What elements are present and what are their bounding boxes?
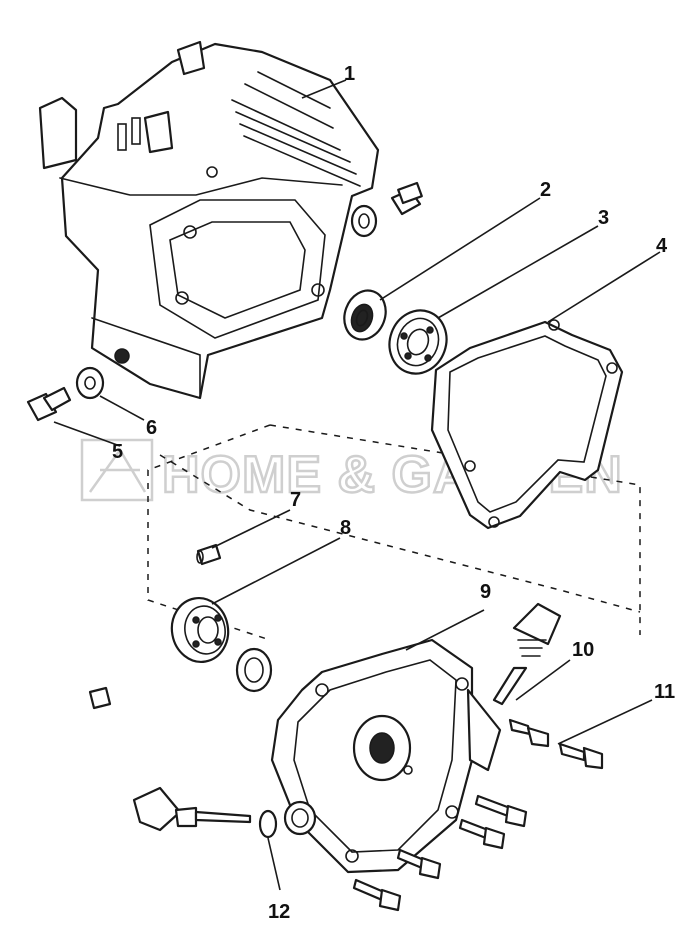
callout-11: 11 — [654, 681, 675, 703]
part-dowel-pin-7 — [196, 543, 222, 566]
leader-1 — [301, 79, 347, 99]
part-oil-filler-cap — [132, 786, 252, 832]
part-cover-bolt-d — [352, 878, 402, 912]
leader-11 — [557, 699, 653, 745]
part-cover-bolt-b — [458, 818, 506, 850]
leader-12 — [267, 837, 281, 891]
leader-10 — [515, 659, 571, 701]
leader-8 — [211, 537, 341, 605]
leader-9 — [405, 609, 485, 651]
callout-8: 8 — [340, 517, 351, 539]
part-cover-bolt-c — [396, 848, 442, 880]
leader-4 — [547, 251, 661, 323]
part-plug-top — [390, 181, 423, 216]
part-bolt-11-a — [508, 718, 550, 748]
callout-10: 10 — [572, 639, 594, 661]
leader-6 — [99, 395, 145, 421]
callout-4: 4 — [656, 235, 668, 257]
leader-3 — [437, 225, 599, 319]
part-plug-5 — [26, 386, 72, 422]
part-bolt-11-b — [558, 742, 604, 770]
callout-3: 3 — [598, 207, 609, 229]
watermark-logo-icon — [80, 438, 154, 502]
callout-numbers: 1 2 3 4 5 6 7 8 9 10 11 12 — [112, 63, 675, 923]
callout-12: 12 — [268, 901, 290, 923]
part-crankcase-block — [38, 40, 380, 400]
part-o-ring-12 — [258, 809, 278, 839]
callout-2: 2 — [540, 179, 551, 201]
leader-lines — [53, 79, 661, 891]
callout-6: 6 — [146, 417, 157, 439]
callout-7: 7 — [290, 489, 301, 511]
leader-2 — [379, 197, 541, 301]
callout-5: 5 — [112, 441, 123, 463]
part-gasket-4 — [430, 319, 624, 530]
part-bearing-8 — [170, 597, 230, 663]
part-dowel-pin-lower — [88, 686, 112, 710]
part-washer-top — [350, 204, 378, 238]
part-cover-bolt-a — [474, 794, 528, 828]
part-oil-gauge-10 — [492, 602, 562, 706]
assembly-boundary-dashed — [147, 424, 641, 641]
part-washer-6 — [75, 366, 105, 400]
callout-9: 9 — [480, 581, 491, 603]
part-bearing-3 — [388, 309, 448, 375]
leader-7 — [211, 509, 291, 549]
callout-1: 1 — [344, 63, 355, 85]
part-crankcase-cover-9 — [270, 638, 502, 874]
part-oil-seal-2 — [343, 289, 387, 341]
leader-5 — [53, 421, 121, 447]
part-oil-seal-lower — [235, 647, 273, 693]
